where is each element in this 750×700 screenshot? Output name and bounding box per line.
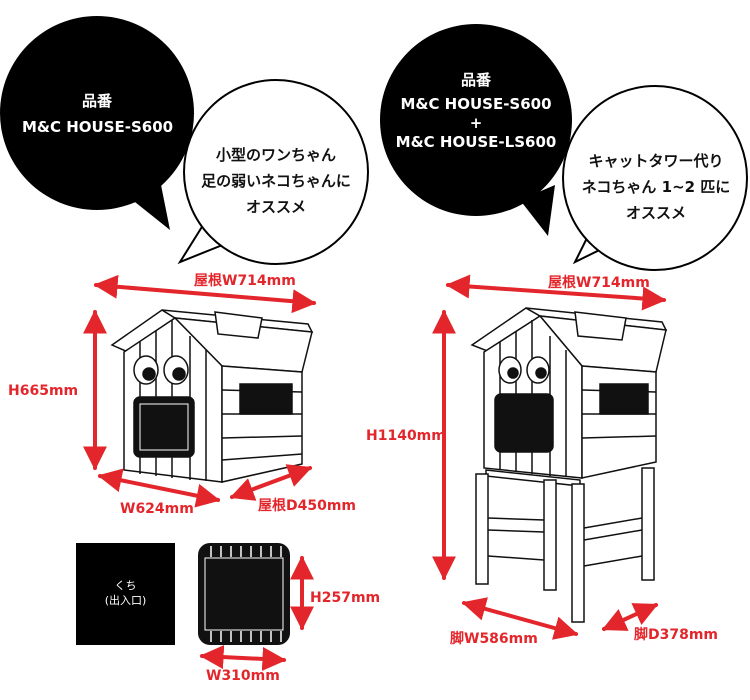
recommendation-line-2: ネコちゃん 1~2 匹に <box>581 178 731 196</box>
right-white-speech-bubble <box>562 85 748 271</box>
left-roof-width-arrow <box>93 274 317 314</box>
left-white-bubble-text: 小型のワンちゃん 足の弱いネコちゃんに オススメ <box>196 142 356 220</box>
product-number-label: 品番 <box>460 71 491 89</box>
plus-sign: + <box>469 114 483 132</box>
mouth-frame-illustration <box>198 543 290 645</box>
product-model-name-2: M&C HOUSE-LS600 <box>395 133 557 151</box>
left-width-label: W624mm <box>120 501 194 517</box>
mouth-black-panel <box>76 543 175 645</box>
mouth-label-line-2: (出入口) <box>104 594 147 607</box>
right-height-label: H1140mm <box>366 428 446 444</box>
left-roof-depth-label: 屋根D450mm <box>258 498 357 514</box>
left-width-arrow <box>97 468 221 508</box>
right-leg-width-label: 脚W586mm <box>450 631 538 647</box>
right-leg-depth-arrow <box>601 603 659 631</box>
product-model-name: M&C HOUSE-S600 <box>22 118 174 136</box>
right-black-speech-bubble <box>380 24 572 236</box>
right-roof-width-arrow <box>445 274 667 311</box>
mouth-label-line-1: くち <box>114 579 137 592</box>
left-black-speech-bubble <box>0 16 194 230</box>
right-leg-depth-label: 脚D378mm <box>634 627 719 643</box>
right-white-bubble-text: キャットタワー代り ネコちゃん 1~2 匹に オススメ <box>574 148 738 226</box>
recommendation-line-3: オススメ <box>625 204 686 222</box>
left-roof-width-label: 屋根W714mm <box>194 273 296 289</box>
mouth-width-arrow <box>199 645 287 671</box>
right-leg-width-arrow <box>461 597 579 640</box>
right-house-illustration <box>470 307 668 623</box>
left-white-speech-bubble <box>177 79 369 265</box>
recommendation-line-1: 小型のワンちゃん <box>215 146 336 164</box>
left-height-label: H665mm <box>8 383 79 399</box>
recommendation-line-2: 足の弱いネコちゃんに <box>201 172 351 190</box>
mouth-width-label: W310mm <box>206 668 280 684</box>
right-black-bubble-text: 品番 M&C HOUSE-S600 + M&C HOUSE-LS600 <box>386 68 566 154</box>
mouth-label: くち (出入口) <box>76 578 175 608</box>
product-model-name: M&C HOUSE-S600 <box>400 95 552 113</box>
recommendation-line-3: オススメ <box>245 198 306 216</box>
left-house-illustration <box>110 309 314 483</box>
mouth-height-label: H257mm <box>310 590 381 606</box>
left-roof-depth-arrow <box>229 464 313 501</box>
left-black-bubble-text: 品番 M&C HOUSE-S600 <box>22 88 174 140</box>
recommendation-line-1: キャットタワー代り <box>588 152 724 170</box>
product-number-label: 品番 <box>81 92 112 110</box>
right-roof-width-label: 屋根W714mm <box>548 275 650 291</box>
